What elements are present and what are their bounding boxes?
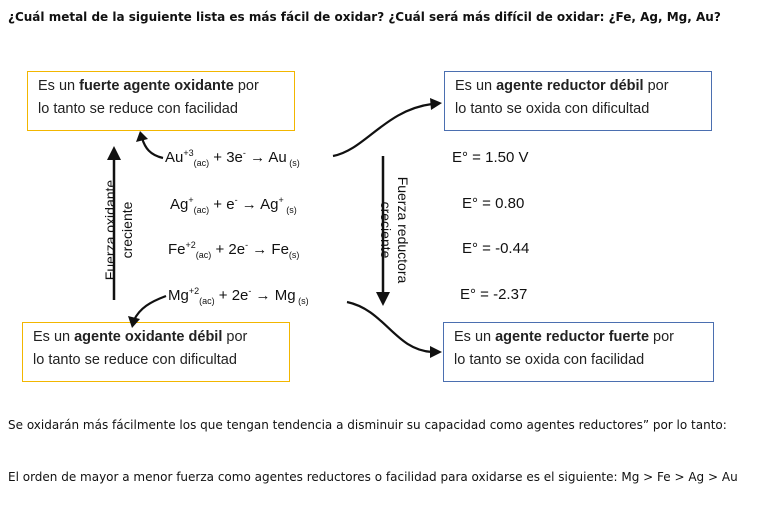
electron-sign: - xyxy=(242,148,246,158)
electron-sign: - xyxy=(248,286,252,296)
electron-sign: - xyxy=(234,195,238,205)
product-state: (s) xyxy=(295,296,309,306)
box-text-bold: fuerte agente oxidante xyxy=(79,78,234,94)
reaction-charge: + xyxy=(188,195,194,205)
box-weak-oxidant: Es un agente oxidante débil por lo tanto… xyxy=(22,322,290,382)
curve-arrow-au-to-box xyxy=(140,137,164,160)
box-text-post: por xyxy=(222,329,248,345)
curve-arrowhead-mg xyxy=(128,316,140,328)
curve-arrowhead-top-right xyxy=(430,98,442,110)
box-text-pre: Es un xyxy=(455,78,497,94)
box-text-post: por xyxy=(643,78,669,94)
reaction-arrow: → xyxy=(237,196,261,213)
reaction-electrons: + 3e xyxy=(209,149,243,166)
curve-arrow-mg-product xyxy=(346,300,433,354)
box-weak-reductor: Es un agente reductor débil por lo tanto… xyxy=(444,71,712,131)
reaction-state: (ac) xyxy=(193,158,210,168)
reaction-state: (ac) xyxy=(193,205,210,215)
reaction-product: Fe xyxy=(271,241,289,258)
curve-arrow-au-product xyxy=(332,102,433,158)
reductor-arrowhead xyxy=(376,292,390,306)
reaction-product: Au xyxy=(268,149,287,166)
curve-arrowhead-bottom-right xyxy=(430,346,442,358)
potential-mg: E° = -2.37 xyxy=(460,286,528,303)
reaction-mg: Mg+2(ac) + 2e- → Mg (s) xyxy=(168,286,309,306)
reaction-state: (ac) xyxy=(199,296,215,306)
box-text-post: por xyxy=(233,78,259,94)
reaction-charge: +3 xyxy=(183,148,194,158)
reaction-product: Mg xyxy=(274,287,296,304)
reaction-fe: Fe+2(ac) + 2e- → Fe(s) xyxy=(168,240,299,260)
box-text-bold: agente reductor débil xyxy=(496,78,644,94)
reaction-state: (ac) xyxy=(195,250,212,260)
box-text-pre: Es un xyxy=(454,329,496,345)
curve-arrow-mg-to-box xyxy=(133,294,167,321)
reaction-ion: Fe xyxy=(168,241,186,258)
box-text-post: por xyxy=(649,329,675,345)
reaction-ion: Ag xyxy=(170,196,189,213)
paragraph-2: El orden de mayor a menor fuerza como ag… xyxy=(8,470,738,484)
box-text-bold: agente reductor fuerte xyxy=(495,329,650,345)
box-strong-oxidant: Es un fuerte agente oxidante por lo tant… xyxy=(27,71,295,131)
product-charge: + xyxy=(278,195,284,205)
box-strong-reductor: Es un agente reductor fuerte por lo tant… xyxy=(443,322,714,382)
paragraph-1: Se oxidarán más fácilmente los que tenga… xyxy=(8,418,727,432)
product-state: (s) xyxy=(283,205,297,215)
reaction-arrow: → xyxy=(248,241,272,258)
reaction-charge: +2 xyxy=(188,286,200,296)
product-state: (s) xyxy=(286,158,300,168)
reaction-electrons: + 2e xyxy=(211,241,246,258)
reaction-product: Ag xyxy=(260,196,279,213)
box-text-line2: lo tanto se reduce con dificultad xyxy=(33,352,237,368)
reaction-ion: Au xyxy=(165,149,184,166)
reaction-charge: +2 xyxy=(185,240,196,250)
box-text-pre: Es un xyxy=(38,78,80,94)
oxidant-arrowhead xyxy=(107,146,121,160)
box-text-line2: lo tanto se reduce con facilidad xyxy=(38,101,238,117)
reaction-arrow: → xyxy=(251,287,275,304)
box-text-pre: Es un xyxy=(33,329,75,345)
box-text-line2: lo tanto se oxida con dificultad xyxy=(455,101,650,117)
curve-arrowhead-au xyxy=(136,131,148,142)
reaction-electrons: + e xyxy=(209,196,235,213)
reaction-ag: Ag+(ac) + e- → Ag+ (s) xyxy=(170,195,297,215)
box-text-bold: agente oxidante débil xyxy=(74,329,223,345)
potential-au: E° = 1.50 V xyxy=(452,149,529,166)
reaction-au: Au+3(ac) + 3e- → Au (s) xyxy=(165,148,300,168)
product-state: (s) xyxy=(288,250,300,260)
box-text-line2: lo tanto se oxida con facilidad xyxy=(454,352,645,368)
question-text: ¿Cuál metal de la siguiente lista es más… xyxy=(8,10,721,24)
electron-sign: - xyxy=(245,240,249,250)
potential-fe: E° = -0.44 xyxy=(462,240,530,257)
reaction-arrow: → xyxy=(245,149,269,166)
potential-ag: E° = 0.80 xyxy=(462,195,525,212)
reaction-electrons: + 2e xyxy=(214,287,249,304)
reaction-ion: Mg xyxy=(168,287,189,304)
